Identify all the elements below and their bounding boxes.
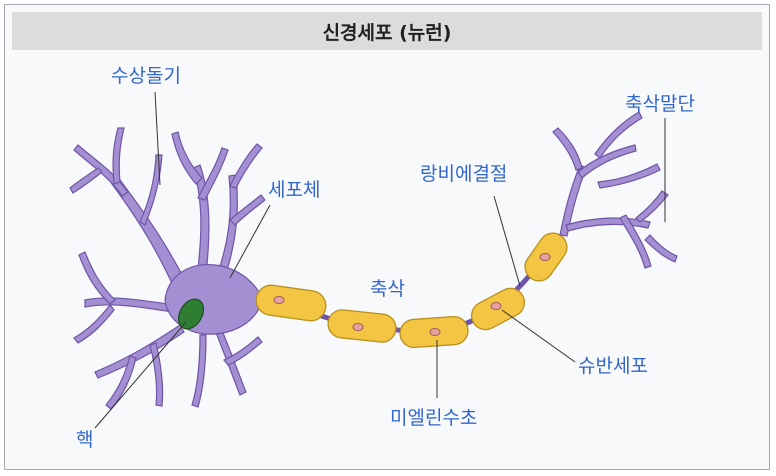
label-myelin-sheath: 미엘린수초 xyxy=(390,407,477,429)
schwann-nucleus xyxy=(429,328,441,336)
terminal-branch xyxy=(552,127,583,171)
dendrite-branch xyxy=(229,143,263,189)
label-schwann-cell: 슈반세포 xyxy=(578,355,648,377)
schwann-nucleus xyxy=(539,253,551,261)
figure-frame xyxy=(4,4,770,470)
schwann-nuclei xyxy=(273,253,551,336)
leader-schwann xyxy=(501,309,576,363)
schwann-nucleus xyxy=(490,302,502,310)
dendrite-branch xyxy=(171,131,203,185)
diagram-title: 신경세포 (뉴런) xyxy=(12,12,762,50)
dendrite-branch xyxy=(213,174,238,286)
label-nucleus: 핵 xyxy=(76,429,93,451)
dendrite-branch xyxy=(69,167,103,194)
axon-terminals xyxy=(552,111,678,269)
terminal-branch xyxy=(594,111,643,159)
terminal-branch xyxy=(597,163,661,189)
dendrite-branch xyxy=(94,324,185,379)
dendrite-branch xyxy=(223,336,263,366)
terminal-branch xyxy=(577,144,637,179)
label-dendrite: 수상돌기 xyxy=(111,65,181,87)
dendrite-branch xyxy=(73,304,115,344)
dendrite-branch xyxy=(229,194,266,226)
myelin-segment xyxy=(255,284,327,322)
dendrite-branch xyxy=(78,251,116,305)
dendrite-branch xyxy=(84,297,176,313)
label-axon: 축삭 xyxy=(370,278,405,300)
leader-lines xyxy=(94,91,666,429)
dendrites xyxy=(69,127,266,410)
leader-nucleus xyxy=(94,321,187,429)
terminal-branch xyxy=(635,190,669,223)
leader-cell-body xyxy=(229,204,271,279)
schwann-nucleus xyxy=(273,296,285,304)
terminal-branch xyxy=(644,234,678,263)
schwann-nucleus xyxy=(352,323,364,331)
label-axon-terminal: 축삭말단 xyxy=(625,93,695,115)
leader-dendrite xyxy=(154,91,161,186)
dendrite-branch xyxy=(197,147,229,201)
dendrite-branch xyxy=(191,334,207,408)
dendrite-branch xyxy=(112,127,125,185)
label-node-of-ranvier: 랑비에결절 xyxy=(420,163,507,185)
myelin-sheath xyxy=(255,232,568,349)
dendrite-branch xyxy=(149,342,164,407)
nucleus xyxy=(177,298,205,330)
leader-node xyxy=(493,195,521,287)
dendrite-branch xyxy=(139,154,163,226)
terminal-branch xyxy=(619,214,652,269)
label-cell-body: 세포체 xyxy=(268,179,320,201)
